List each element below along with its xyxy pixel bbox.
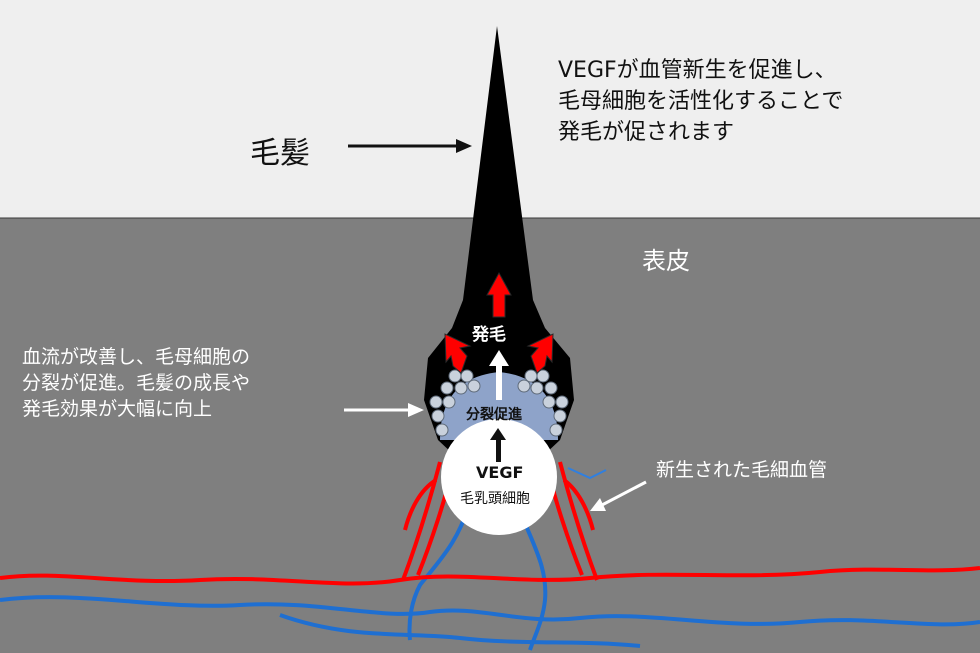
matrix-cell [429, 395, 443, 409]
matrix-cell [467, 379, 481, 393]
matrix-cell [442, 395, 456, 409]
matrix-cell [440, 381, 454, 395]
side-note-line-1: 血流が改善し、毛母細胞の [22, 346, 251, 368]
dermal-papilla [441, 419, 557, 535]
side-note-arrow [344, 403, 424, 417]
proliferation-label: 分裂促進 [466, 407, 522, 423]
vein-left-branch [407, 499, 472, 641]
new-capillaries-label: 新生された毛細血管 [656, 459, 828, 481]
growth-arrow-left [444, 333, 472, 374]
dermal-papilla-label: 毛乳頭細胞 [460, 491, 530, 507]
hair-label: 毛髪 [250, 136, 310, 171]
matrix-cell [553, 409, 567, 423]
growth-arrow-center [486, 271, 512, 318]
matrix-cell [431, 409, 445, 423]
vein-lower [279, 613, 641, 648]
matrix-cell [460, 369, 474, 383]
headline-line-1: VEGFが血管新生を促進し、 [558, 58, 837, 83]
matrix-cell [542, 395, 556, 409]
headline-line-2: 毛母細胞を活性化することで [558, 88, 844, 114]
side-note-text: 血流が改善し、毛母細胞の 分裂が促進。毛髪の成長や 発毛効果が大幅に向上 [22, 344, 250, 423]
matrix-cell [549, 423, 563, 437]
matrix-cell [454, 381, 468, 395]
headline-text: VEGFが血管新生を促進し、 毛母細胞を活性化することで 発毛が促されます [558, 56, 843, 148]
artery-main [0, 566, 980, 586]
epidermis-label: 表皮 [642, 247, 690, 275]
headline-line-3: 発毛が促されます [558, 119, 735, 145]
matrix-cell [530, 381, 544, 395]
matrix-cell [524, 369, 538, 383]
hair-pointer-arrow [348, 139, 472, 153]
growth-arrows [444, 271, 554, 374]
vegf-label: VEGF [476, 463, 524, 482]
vegf-arrow [490, 428, 506, 462]
matrix-cell [435, 423, 449, 437]
side-note-line-3: 発毛効果が大幅に向上 [22, 398, 213, 421]
growth-arrow-right [526, 333, 554, 374]
side-note-line-2: 分裂が促進。毛髪の成長や [22, 372, 251, 395]
upward-arrows [489, 350, 509, 400]
matrix-cell [544, 381, 558, 395]
hair-growth-label: 発毛 [472, 325, 506, 345]
matrix-cells [429, 369, 569, 437]
capillary-pointer-arrow [590, 480, 647, 511]
vein-main [0, 595, 980, 627]
thin-vessel-right [567, 467, 607, 480]
matrix-cell [517, 379, 531, 393]
matrix-cell [555, 395, 569, 409]
vein-right-branch [516, 504, 548, 651]
